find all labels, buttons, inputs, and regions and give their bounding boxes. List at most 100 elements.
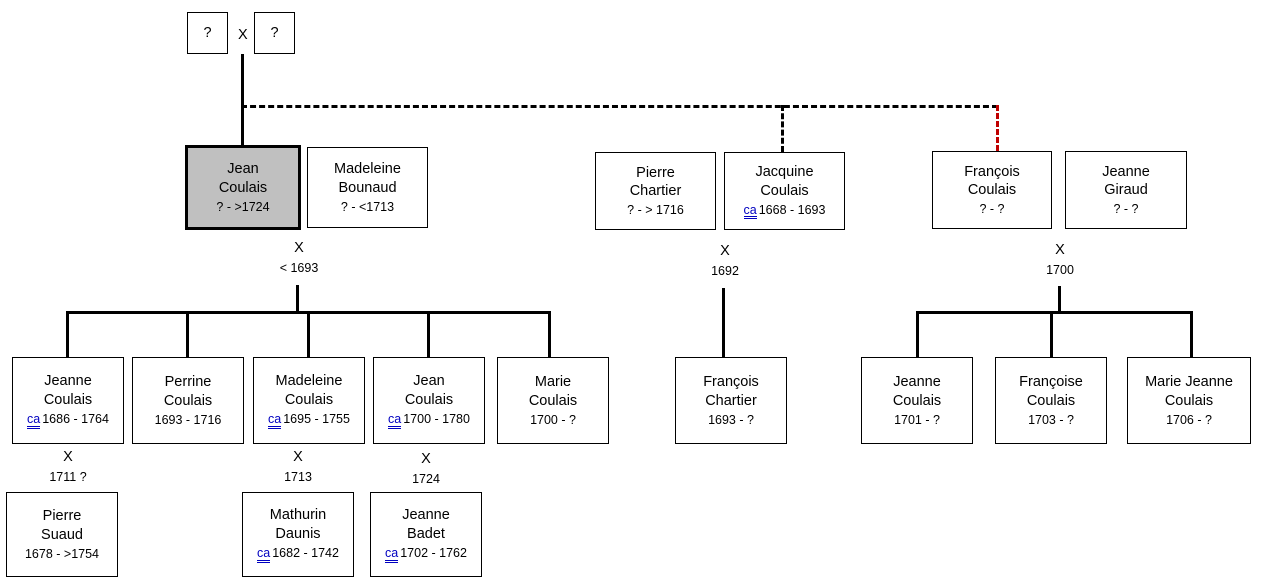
- marriage-year: 1724: [412, 472, 440, 487]
- circa-marker: ca: [257, 547, 271, 563]
- connector-jacquine-dashed-drop: [781, 105, 784, 152]
- person-box-madeleine-bounaud[interactable]: Madeleine Bounaud ? - <1713: [307, 147, 428, 228]
- person-box-fchild-3[interactable]: Marie Jeanne Coulais 1706 - ?: [1127, 357, 1251, 444]
- person-name-line1: Jeanne: [1102, 163, 1150, 180]
- person-name-line1: Jean: [227, 161, 259, 178]
- person-name-line2: Chartier: [705, 392, 757, 409]
- person-dates: 1693 - ?: [708, 412, 754, 427]
- person-name-line2: Coulais: [43, 392, 93, 409]
- marriage-symbol: X: [720, 243, 730, 259]
- person-name-line1: Marie: [534, 374, 572, 391]
- connector-gen1-stem: [241, 54, 244, 145]
- marriage-madeleine-mathurin: X 1713: [257, 447, 339, 486]
- marriage-pierre-jacquine: X 1692: [684, 241, 766, 280]
- unknown-mother-box[interactable]: ?: [254, 12, 295, 54]
- person-name-line1: François: [703, 374, 759, 391]
- unknown-father-label: ?: [203, 24, 212, 41]
- marriage-symbol: X: [293, 449, 303, 465]
- marriage-symbol: X: [294, 240, 304, 256]
- connector-chartier-child-stem: [722, 288, 725, 357]
- person-name-line2: Coulais: [163, 392, 213, 409]
- person-name-line1: Pierre: [636, 164, 675, 181]
- marriage-symbol: X: [63, 449, 73, 465]
- unknown-father-box[interactable]: ?: [187, 12, 228, 54]
- person-dates-value: 1702 - 1762: [400, 546, 467, 561]
- person-name-line2: Badet: [407, 526, 445, 543]
- person-dates: 1703 - ?: [1028, 412, 1074, 427]
- marriage-year: < 1693: [279, 261, 319, 276]
- connector-child-drop-5: [548, 311, 551, 357]
- person-dates-value: 1700 - 1780: [403, 412, 470, 427]
- person-name-line1: Pierre: [42, 508, 82, 525]
- person-dates: 1700 - ?: [530, 412, 576, 427]
- marriage-jeanne-pierre-suaud: X 1711 ?: [27, 447, 109, 486]
- connector-child-drop-3: [307, 311, 310, 357]
- person-dates-value: 1668 - 1693: [758, 202, 826, 217]
- person-name-line1: Jacquine: [755, 163, 814, 180]
- person-name-line2: Coulais: [1164, 392, 1214, 409]
- person-dates: 1678 - >1754: [24, 546, 100, 561]
- circa-marker: ca: [388, 413, 402, 429]
- connector-fchild-drop-3: [1190, 311, 1193, 357]
- person-dates: 1701 - ?: [894, 412, 940, 427]
- person-name-line1: Mathurin: [269, 507, 327, 524]
- circa-marker: ca: [27, 413, 41, 429]
- marriage-year: 1692: [711, 264, 739, 279]
- person-box-fchild-2[interactable]: Françoise Coulais 1703 - ?: [995, 357, 1107, 444]
- marriage-jean-jeanne-badet: X 1724: [385, 449, 467, 488]
- person-box-francois-coulais[interactable]: François Coulais ? - ?: [932, 151, 1052, 229]
- connector-fchild-drop-1: [916, 311, 919, 357]
- circa-marker: ca: [268, 413, 282, 429]
- person-name-line2: Coulais: [218, 179, 268, 196]
- person-name-line2: Daunis: [275, 526, 321, 543]
- person-name-line1: Perrine: [164, 374, 212, 391]
- connector-francois-children-stem: [1058, 286, 1061, 314]
- connector-francois-dashed-drop-red: [996, 105, 999, 151]
- unknown-parents-union-symbol: X: [238, 27, 248, 43]
- marriage-year: 1711 ?: [49, 470, 87, 485]
- person-dates-value: 1695 - 1755: [283, 412, 350, 427]
- person-dates: 1706 - ?: [1166, 412, 1212, 427]
- person-box-fchild-1[interactable]: Jeanne Coulais 1701 - ?: [861, 357, 973, 444]
- person-name-line2: Coulais: [967, 182, 1017, 199]
- marriage-francois-jeanne: X 1700: [1019, 240, 1101, 279]
- person-dates: ? - ?: [979, 202, 1005, 217]
- person-dates: ? - <1713: [340, 199, 395, 214]
- person-box-child-2[interactable]: Perrine Coulais 1693 - 1716: [132, 357, 244, 444]
- person-box-child-5[interactable]: Marie Coulais 1700 - ?: [497, 357, 609, 444]
- person-name-line2: Coulais: [892, 392, 942, 409]
- marriage-year: 1713: [284, 470, 312, 485]
- connector-jean-children-stem: [296, 285, 299, 313]
- person-box-jean-coulais[interactable]: Jean Coulais ? - >1724: [185, 145, 301, 230]
- person-name-line1: Jeanne: [893, 374, 941, 391]
- circa-marker: ca: [743, 204, 757, 220]
- person-dates-value: 1682 - 1742: [272, 546, 339, 561]
- person-name-line1: François: [964, 163, 1020, 180]
- person-box-francois-chartier[interactable]: François Chartier 1693 - ?: [675, 357, 787, 444]
- person-name-line1: Jeanne: [44, 373, 92, 390]
- person-name-line2: Coulais: [760, 182, 809, 199]
- person-box-pierre-chartier[interactable]: Pierre Chartier ? - > 1716: [595, 152, 716, 230]
- person-dates-value: 1686 - 1764: [42, 412, 109, 427]
- person-box-jeanne-giraud[interactable]: Jeanne Giraud ? - ?: [1065, 151, 1187, 229]
- person-box-spouse-pierre-suaud[interactable]: Pierre Suaud 1678 - >1754: [6, 492, 118, 577]
- connector-siblings-dashed-bar: [241, 105, 998, 108]
- person-name-line2: Chartier: [629, 183, 682, 200]
- person-name-line2: Coulais: [528, 392, 578, 409]
- person-name-line2: Coulais: [404, 392, 454, 409]
- person-name-line2: Giraud: [1104, 182, 1148, 199]
- connector-child-drop-2: [186, 311, 189, 357]
- connector-francois-children-bar: [916, 311, 1193, 314]
